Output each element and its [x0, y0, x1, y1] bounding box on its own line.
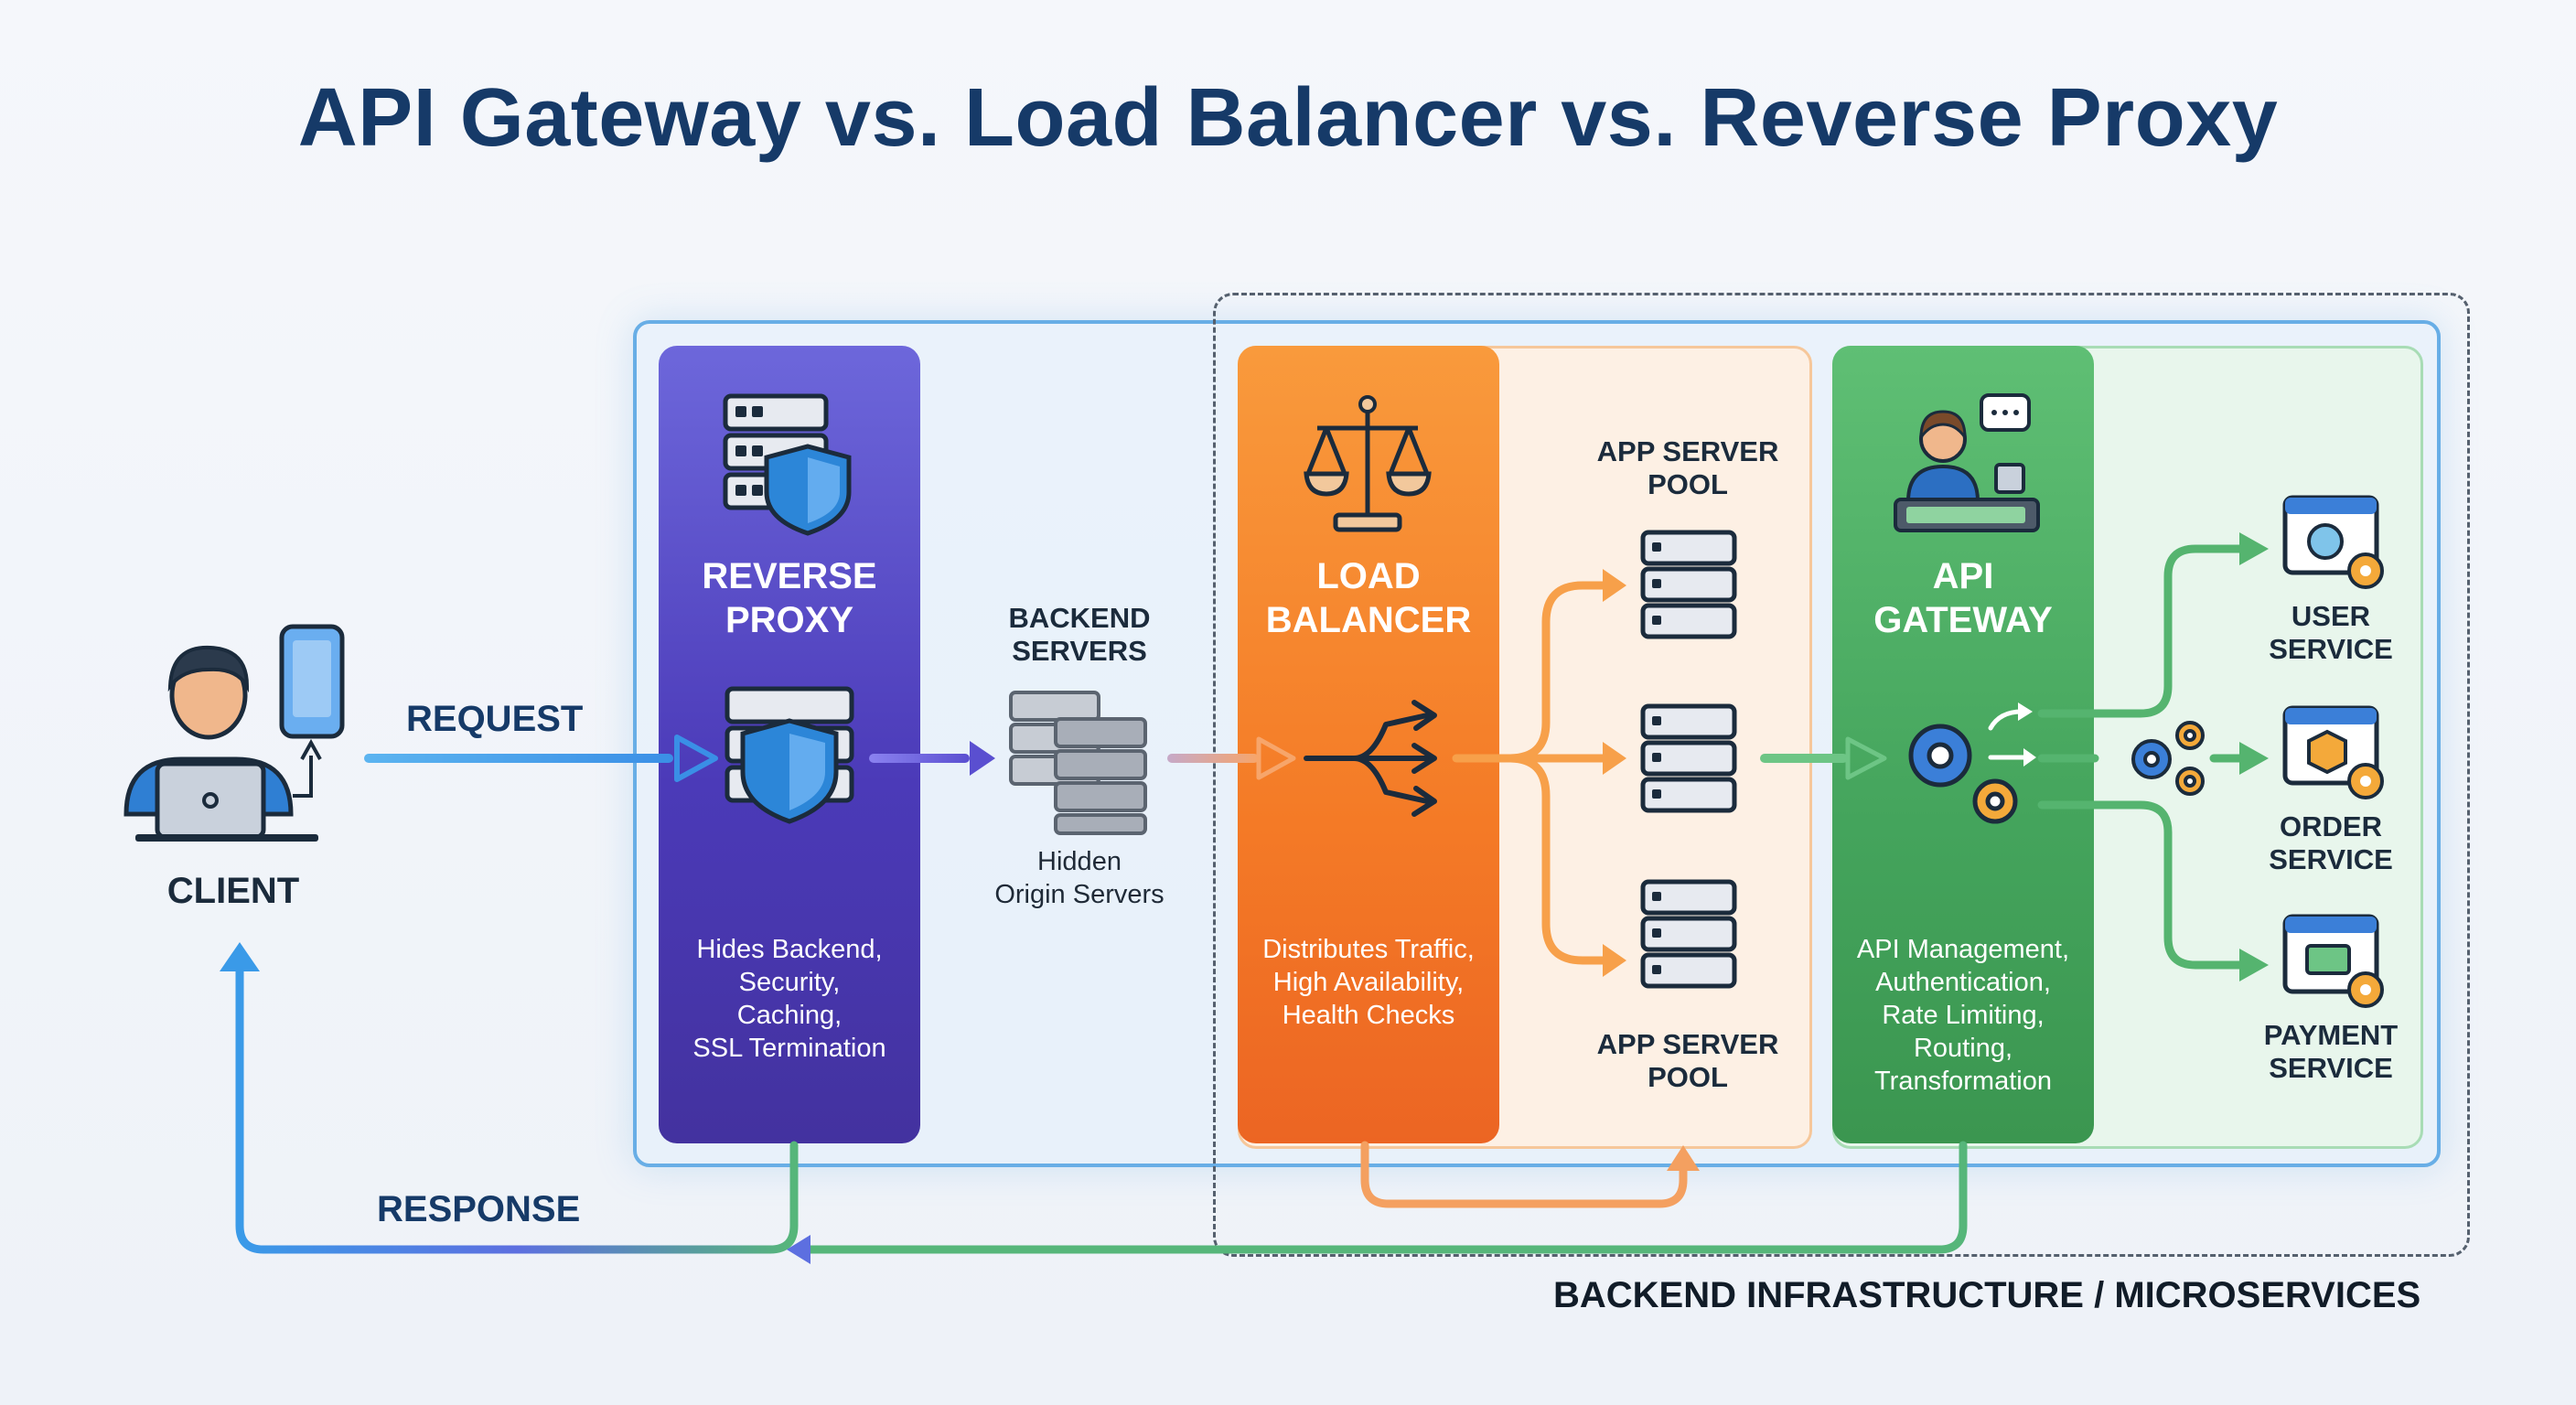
server-shield-icon: [723, 393, 852, 536]
proxy-server-shield-icon: [724, 686, 854, 824]
lb-return-loop-arrow: [1360, 1141, 1700, 1208]
app-server-3-icon: [1640, 879, 1737, 989]
response-label: RESPONSE: [377, 1189, 581, 1229]
api-gateway-description: API Management, Authentication, Rate Lim…: [1856, 935, 2070, 1096]
split-arrows-icon: [1304, 700, 1437, 817]
backend-infrastructure-label: BACKEND INFRASTRUCTURE / MICROSERVICES: [1553, 1275, 2421, 1315]
request-label: REQUEST: [406, 699, 584, 739]
app-server-2-icon: [1640, 703, 1737, 813]
backend-servers-title: BACKEND SERVERS: [1008, 602, 1151, 667]
backend-servers-caption: Hidden Origin Servers: [994, 847, 1165, 909]
app-server-1-icon: [1640, 530, 1737, 639]
payment-service-icon: [2282, 914, 2384, 1008]
user-service-label: USER SERVICE: [2269, 600, 2393, 665]
lb-fanout-arrows: [1452, 581, 1607, 965]
client-upload-arrow-icon: [293, 738, 322, 798]
payment-service-label: PAYMENT SERVICE: [2263, 1019, 2399, 1084]
receptionist-icon: [1894, 393, 2040, 532]
gears-icon: [1908, 702, 2036, 824]
response-arrow: [220, 942, 1968, 1264]
order-service-icon: [2282, 705, 2384, 799]
backend-to-lb-arrow: [1167, 736, 1296, 780]
scales-icon: [1304, 395, 1432, 532]
user-service-icon: [2282, 495, 2384, 589]
order-service-label: ORDER SERVICE: [2269, 810, 2393, 875]
load-balancer-title: LOAD BALANCER: [1265, 556, 1472, 640]
app-server-pool-top-label: APP SERVER POOL: [1596, 435, 1779, 500]
api-gateway-title: API GATEWAY: [1873, 556, 2053, 640]
client-label: CLIENT: [166, 871, 300, 911]
reverse-proxy-title: REVERSE PROXY: [702, 556, 877, 640]
pool-to-gateway-arrow: [1760, 736, 1887, 780]
load-balancer-description: Distributes Traffic, High Availability, …: [1262, 935, 1475, 1030]
app-server-pool-bottom-label: APP SERVER POOL: [1596, 1028, 1779, 1093]
gateway-branch-arrows: [2037, 544, 2244, 970]
small-gears-icon: [2131, 721, 2205, 796]
client-icon: [123, 624, 345, 842]
page-title: API Gateway vs. Load Balancer vs. Revers…: [297, 72, 2279, 164]
request-arrow: [364, 735, 718, 782]
reverse-proxy-description: Hides Backend, Security, Caching, SSL Te…: [692, 935, 886, 1063]
lb-fanout-arrowheads: [1603, 569, 1626, 977]
gateway-branch-arrowheads: [2239, 532, 2269, 981]
backend-infrastructure-frame: [1213, 293, 2470, 1257]
backend-servers-icon: [1009, 691, 1147, 835]
rp-to-backend-arrow: [869, 741, 995, 776]
